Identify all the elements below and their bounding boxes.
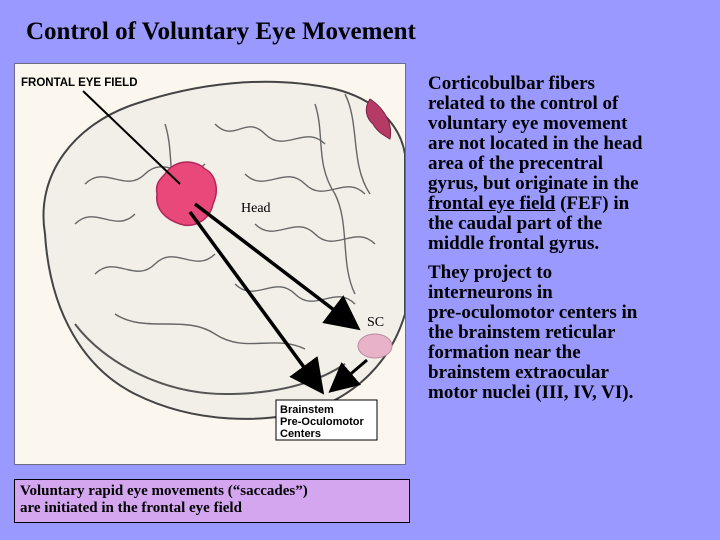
paragraph-projections: They project to interneurons in pre-ocul… [428, 263, 718, 403]
gyri-lines [74, 93, 376, 350]
arrow-to-brainstem [188, 210, 325, 395]
text-line: formation near the [428, 342, 581, 363]
slide-body-text: Corticobulbar fibers related to the cont… [428, 74, 718, 403]
text-line: gyrus, but originate in the [428, 173, 639, 194]
text-line: interneurons in [428, 282, 553, 303]
brainstem-line-3: Centers [280, 428, 321, 440]
text-line: Corticobulbar fibers [428, 73, 595, 94]
text-line: pre-oculomotor centers in [428, 302, 638, 323]
term-suffix: (FEF) in [555, 193, 630, 214]
brain-illustration: FRONTAL EYE FIELD Head SC Brainstem Pre-… [14, 63, 406, 465]
text-line-with-term: frontal eye field (FEF) in [428, 194, 718, 214]
motor-strip-region [365, 98, 392, 140]
arrow-sc-to-brainstem [328, 358, 368, 393]
brainstem-line-1: Brainstem [280, 404, 334, 416]
sc-label: SC [367, 315, 384, 330]
brainstem-box: Brainstem Pre-Oculomotor Centers [275, 399, 378, 441]
slide-title: Control of Voluntary Eye Movement [26, 18, 416, 45]
arrow-to-sc [193, 202, 361, 331]
brain-outline [42, 80, 405, 420]
superior-colliculus-region [357, 333, 393, 359]
paragraph-corticobulbar: Corticobulbar fibers related to the cont… [428, 74, 718, 254]
text-line: middle frontal gyrus. [428, 233, 600, 254]
text-line: motor nuclei (III, IV, VI). [428, 382, 634, 403]
text-line: the brainstem reticular [428, 322, 616, 343]
caption-line: Voluntary rapid eye movements (“saccades… [20, 483, 308, 499]
head-label: Head [241, 201, 271, 216]
text-line: area of the precentral [428, 153, 603, 174]
figure-caption: Voluntary rapid eye movements (“saccades… [14, 479, 410, 523]
text-line: the caudal part of the [428, 213, 603, 234]
text-line: related to the control of [428, 93, 619, 114]
frontal-eye-field-term: frontal eye field [428, 193, 556, 214]
text-line: voluntary eye movement [428, 113, 628, 134]
frontal-eye-field-label: FRONTAL EYE FIELD [21, 77, 138, 89]
text-line: They project to [428, 262, 553, 283]
brainstem-line-2: Pre-Oculomotor [280, 416, 364, 428]
text-line: are not located in the head [428, 133, 643, 154]
text-line: brainstem extraocular [428, 362, 609, 383]
fef-pointer-line [82, 90, 181, 185]
caption-line: are initiated in the frontal eye field [20, 500, 242, 516]
brain-diagram: FRONTAL EYE FIELD Head SC Brainstem Pre-… [21, 77, 405, 441]
